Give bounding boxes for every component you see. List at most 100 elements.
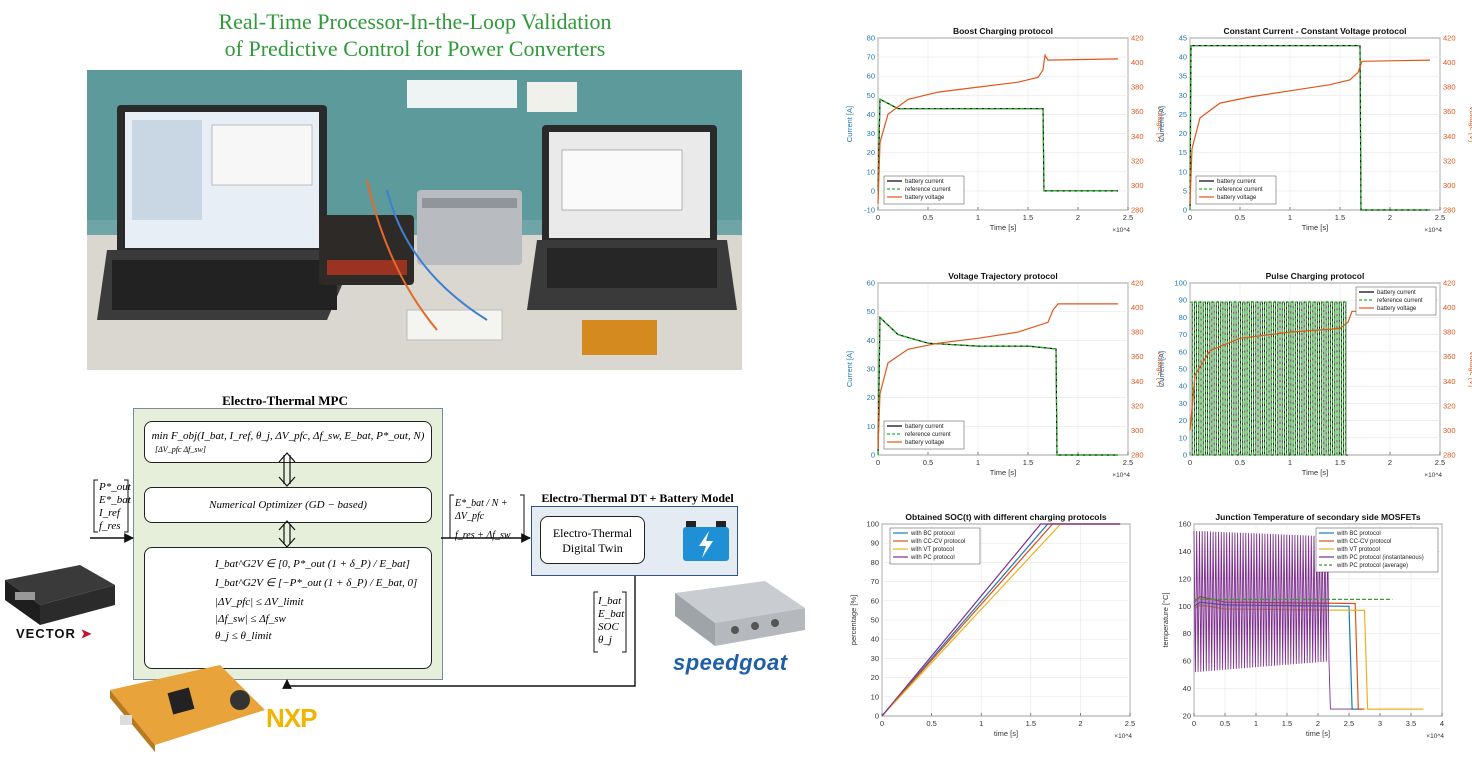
legend-label: battery voltage xyxy=(1217,195,1257,201)
x-tick-label: 3.5 xyxy=(1406,719,1416,728)
x-tick-label: 1 xyxy=(1288,458,1292,467)
x-tick-label: 2 xyxy=(1076,458,1080,467)
y2-axis-label: Voltage [V] xyxy=(1156,351,1165,387)
vector-logo: VECTOR ➤ xyxy=(16,626,92,642)
constraint-3: |ΔV_pfc| ≤ ΔV_limit xyxy=(215,596,304,608)
series-line xyxy=(877,98,1118,192)
y-tick-label: 10 xyxy=(867,422,875,431)
y2-tick-label: 360 xyxy=(1443,107,1456,116)
y-tick-label: 30 xyxy=(1179,91,1187,100)
y-tick-label: 35 xyxy=(1179,72,1187,81)
legend-label: with VT protocol xyxy=(1336,547,1380,553)
y-tick-label: 50 xyxy=(867,307,875,316)
y-tick-label: 0 xyxy=(871,451,875,460)
objective-subscript: [ΔV_pfc Δf_sw] xyxy=(155,445,206,454)
vector-logo-text: VECTOR xyxy=(16,626,76,641)
legend-box xyxy=(889,527,981,565)
y2-tick-label: 300 xyxy=(1131,181,1144,190)
x-tick-label: 2.5 xyxy=(1125,719,1135,728)
x-tick-label: 1 xyxy=(979,719,983,728)
objective-box: min F_obj(I_bat, I_ref, θ_j, ΔV_pfc, Δf_… xyxy=(144,421,432,463)
y2-tick-label: 400 xyxy=(1131,303,1144,312)
y2-axis-label: Voltage [V] xyxy=(1468,106,1472,142)
legend-label: battery voltage xyxy=(1377,306,1417,312)
optimizer-text: Numerical Optimizer (GD − based) xyxy=(209,499,367,511)
y-tick-label: 40 xyxy=(871,635,879,644)
y2-tick-label: 380 xyxy=(1443,83,1456,92)
lab-setup-photo xyxy=(87,70,742,370)
y2-tick-label: 320 xyxy=(1443,401,1456,410)
x-tick-label: 1.5 xyxy=(1335,213,1345,222)
page-title: Real-Time Processor-In-the-Loop Validati… xyxy=(90,8,740,62)
x-tick-label: 1 xyxy=(1288,213,1292,222)
y-tick-label: 0 xyxy=(1183,451,1187,460)
x-multiplier: ×10^4 xyxy=(1112,472,1130,479)
x-tick-label: 1.5 xyxy=(1023,213,1033,222)
x-multiplier: ×10^4 xyxy=(1424,472,1442,479)
y2-tick-label: 320 xyxy=(1443,156,1456,165)
series-line xyxy=(1193,530,1353,710)
y-tick-label: 20 xyxy=(1179,416,1187,425)
y-tick-label: 30 xyxy=(867,365,875,374)
y-tick-label: 70 xyxy=(871,577,879,586)
chart-title: Obtained SOC(t) with different charging … xyxy=(905,512,1106,522)
mpc-title: Electro-Thermal MPC xyxy=(222,393,348,408)
legend-box xyxy=(1315,527,1439,573)
objective-text: min F_obj(I_bat, I_ref, θ_j, ΔV_pfc, Δf_… xyxy=(151,430,425,442)
feedback-item: I_bat xyxy=(598,595,622,607)
title-line-1: Real-Time Processor-In-the-Loop Validati… xyxy=(218,9,612,34)
input-item: E*_bat xyxy=(99,494,131,506)
output-vector: E*_bat / N + ΔV_pfc f_res + Δf_sw xyxy=(455,497,525,542)
nxp-logo-text: NXP xyxy=(266,703,317,733)
y-tick-label: 10 xyxy=(1179,433,1187,442)
y-axis-label: Current [A] xyxy=(1157,351,1166,387)
dt-title: Electro-Thermal DT + Battery Model xyxy=(541,491,734,505)
nxp-board-image xyxy=(110,665,265,752)
y-axis-label: temperature [°C] xyxy=(1161,592,1170,647)
y-tick-label: 50 xyxy=(1179,365,1187,374)
y-tick-label: 60 xyxy=(871,596,879,605)
optimizer-link-top xyxy=(278,452,296,487)
y-tick-label: 45 xyxy=(1179,34,1187,43)
series-line xyxy=(877,53,1119,204)
y-tick-label: 0 xyxy=(1183,206,1187,215)
constraint-5: θ_j ≤ θ_limit xyxy=(215,630,272,642)
y2-axis-label: Voltage [V] xyxy=(1468,351,1472,387)
y-tick-label: 40 xyxy=(1183,684,1191,693)
y2-tick-label: 340 xyxy=(1443,132,1456,141)
y2-tick-label: 380 xyxy=(1131,328,1144,337)
y2-tick-label: 400 xyxy=(1131,58,1144,67)
y-tick-label: 60 xyxy=(1179,347,1187,356)
series-line xyxy=(881,523,1121,717)
y2-tick-label: 400 xyxy=(1443,58,1456,67)
x-multiplier: ×10^4 xyxy=(1424,227,1442,234)
y-tick-label: 40 xyxy=(1179,382,1187,391)
y-tick-label: 50 xyxy=(871,616,879,625)
y2-tick-label: 380 xyxy=(1443,328,1456,337)
x-axis-label: Time [s] xyxy=(1302,223,1328,232)
input-item: P*_out xyxy=(99,481,131,493)
x-tick-label: 2 xyxy=(1078,719,1082,728)
feedback-item: θ_j xyxy=(598,634,612,646)
series-line xyxy=(1189,310,1430,431)
y2-tick-label: 280 xyxy=(1131,451,1144,460)
y-tick-label: 30 xyxy=(871,654,879,663)
y-tick-label: 10 xyxy=(867,167,875,176)
input-item: f_res xyxy=(99,520,121,532)
series-line xyxy=(1189,45,1430,211)
y-tick-label: 100 xyxy=(866,520,879,529)
x-tick-label: 2.5 xyxy=(1123,458,1133,467)
y-axis-label: Current [A] xyxy=(1157,106,1166,142)
x-tick-label: 1 xyxy=(976,213,980,222)
x-tick-label: 2.5 xyxy=(1344,719,1354,728)
y-tick-label: 80 xyxy=(1179,313,1187,322)
y-tick-label: 30 xyxy=(1179,399,1187,408)
x-multiplier: ×10^4 xyxy=(1114,733,1132,740)
dt-line-1: Electro-Thermal xyxy=(552,526,633,540)
y-tick-label: 30 xyxy=(867,129,875,138)
x-tick-label: 0 xyxy=(876,213,880,222)
y-tick-label: 90 xyxy=(871,539,879,548)
